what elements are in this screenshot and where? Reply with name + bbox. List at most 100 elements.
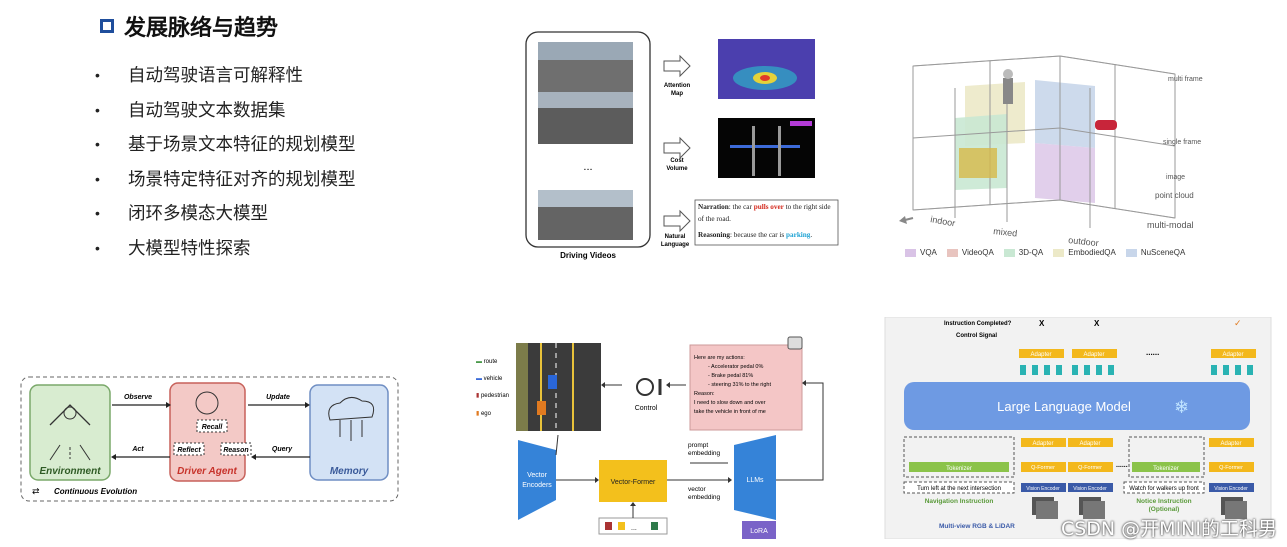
svg-text:Watch for walkers up front: Watch for walkers up front [1129, 486, 1199, 492]
legend-ego: ▮ ego [476, 411, 492, 417]
svg-text:Tokenizer: Tokenizer [946, 466, 972, 472]
bullet-list: •自动驾驶语言可解释性 •自动驾驶文本数据集 •基于场景文本特征的规划模型 •场… [95, 60, 356, 267]
svg-text:Here are my actions:: Here are my actions: [694, 355, 745, 361]
road-scene [516, 343, 601, 431]
svg-text:Update: Update [266, 394, 290, 401]
vector-former-block [599, 460, 667, 502]
llm-block [904, 382, 1250, 430]
driving-videos-figure: ... Driving Videos Attention Map Cost Vo… [525, 31, 839, 260]
svg-text:- steering 31% to the right: - steering 31% to the right [708, 382, 771, 388]
svg-text:Encoders: Encoders [522, 482, 552, 489]
legend-route: ▬ route [476, 359, 498, 365]
svg-text:embedding: embedding [688, 450, 721, 457]
svg-text:Q-Former: Q-Former [1219, 465, 1243, 471]
svg-text:take the vehicle in front of m: take the vehicle in front of me [694, 409, 766, 415]
svg-text:Q-Former: Q-Former [1031, 465, 1055, 471]
svg-text:image: image [1166, 174, 1185, 181]
svg-text:Q-Former: Q-Former [1078, 465, 1102, 471]
svg-text:Reason: Reason [223, 447, 248, 454]
svg-text:Driver Agent: Driver Agent [177, 466, 237, 477]
llm-planner-diagram: Instruction Completed? Control Signal X … [884, 317, 1272, 539]
svg-text:Adapter: Adapter [1083, 352, 1104, 358]
svg-text:X: X [1094, 319, 1100, 328]
svg-text:...: ... [631, 525, 637, 532]
bullet-item: •大模型特性探索 [95, 237, 251, 258]
svg-text:Notice Instruction: Notice Instruction [1136, 498, 1191, 505]
svg-text:Act: Act [131, 446, 144, 453]
legend-item: EmbodiedQA [1053, 248, 1116, 257]
svg-text:Control Signal: Control Signal [956, 333, 997, 339]
section-title-text: 发展脉络与趋势 [124, 15, 279, 40]
svg-text:Language: Language [661, 242, 690, 248]
bullet-item: •基于场景文本特征的规划模型 [95, 134, 356, 154]
svg-text:Turn left at the next intersec: Turn left at the next intersection [917, 486, 1001, 492]
svg-text:......: ...... [1146, 348, 1159, 357]
svg-text:indoor: indoor [930, 214, 956, 228]
section-title: 发展脉络与趋势 [100, 10, 278, 42]
qa-dataset-cube: indoor mixed outdoor multi-modal point c… [899, 55, 1203, 248]
cycle-icon: ⇄ [32, 486, 40, 496]
svg-text:prompt: prompt [688, 442, 708, 449]
svg-text:X: X [1039, 319, 1045, 328]
svg-text:Reflect: Reflect [177, 447, 201, 454]
svg-text:Natural: Natural [665, 234, 686, 240]
bullet-item: •闭环多模态大模型 [95, 203, 268, 223]
vector-former-diagram: ▬ route ▬ vehicle ▮ pedestrian ▮ ego Con… [476, 336, 824, 539]
adapter-box [1211, 349, 1256, 358]
svg-text:- Brake pedal 81%: - Brake pedal 81% [708, 373, 753, 379]
robot-icon [787, 336, 803, 350]
square-bullet-icon [100, 19, 114, 33]
legend-item: 3D-QA [1003, 248, 1043, 257]
csdn-watermark: CSDN @开MINI的工科男 [1060, 518, 1277, 540]
natural-language-output: Narration: the car pulls over to the rig… [698, 203, 831, 239]
svg-text:Control: Control [635, 405, 658, 412]
cube-legend: VQA VideoQA 3D-QA EmbodiedQA NuSceneQA [905, 248, 1185, 257]
svg-text:Navigation Instruction: Navigation Instruction [925, 498, 994, 505]
svg-text:Volume: Volume [666, 166, 688, 172]
svg-text:Adapter: Adapter [1222, 352, 1243, 358]
svg-text:Attention: Attention [664, 83, 691, 89]
svg-text:Recall: Recall [202, 424, 224, 431]
svg-text:Vision Encoder: Vision Encoder [1026, 486, 1060, 492]
svg-text:Map: Map [671, 91, 683, 97]
svg-text:Environment: Environment [39, 466, 101, 477]
svg-text:Adapter: Adapter [1079, 441, 1100, 447]
legend-pedestrian: ▮ pedestrian [476, 393, 509, 399]
svg-text:I need to slow down and over: I need to slow down and over [694, 400, 766, 406]
svg-text:Adapter: Adapter [1220, 441, 1241, 447]
svg-text:Vision Encoder: Vision Encoder [1214, 486, 1248, 492]
svg-text:Instruction Completed?: Instruction Completed? [944, 321, 1012, 327]
svg-text:Adapter: Adapter [1030, 352, 1051, 358]
svg-text:Observe: Observe [124, 394, 152, 401]
svg-text:LLMs: LLMs [746, 477, 764, 484]
svg-text:......: ...... [1116, 462, 1128, 469]
svg-text:LoRA: LoRA [750, 528, 768, 535]
vector-encoders-block [518, 440, 556, 520]
svg-text:Vector-Former: Vector-Former [611, 479, 656, 486]
svg-text:Vision Encoder: Vision Encoder [1073, 486, 1107, 492]
legend-vehicle: ▬ vehicle [476, 376, 503, 382]
environment-box [29, 384, 111, 481]
svg-text:Adapter: Adapter [1032, 441, 1053, 447]
svg-text:...: ... [583, 161, 592, 173]
llms-block [734, 435, 776, 520]
svg-text:multi-modal: multi-modal [1147, 220, 1194, 230]
svg-text:✓: ✓ [1234, 318, 1242, 328]
snowflake-icon: ❄ [1174, 397, 1189, 417]
adapter-box [1072, 349, 1117, 358]
svg-text:Cost: Cost [670, 158, 683, 164]
svg-text:Multi-view RGB & LiDAR: Multi-view RGB & LiDAR [939, 523, 1015, 530]
legend-item: NuSceneQA [1125, 248, 1185, 257]
svg-text:Query: Query [272, 446, 293, 453]
svg-text:Tokenizer: Tokenizer [1153, 466, 1179, 472]
bullet-item: •自动驾驶文本数据集 [95, 99, 286, 120]
svg-text:multi frame: multi frame [1168, 76, 1203, 83]
svg-text:Continuous Evolution: Continuous Evolution [54, 487, 137, 496]
svg-text:- Accelerator pedal 0%: - Accelerator pedal 0% [708, 364, 763, 370]
svg-text:mixed: mixed [993, 226, 1018, 238]
adapter-box [1019, 349, 1064, 358]
svg-text:(Optional): (Optional) [1149, 506, 1180, 513]
svg-text:embedding: embedding [688, 494, 721, 501]
bullet-item: •场景特定特征对齐的规划模型 [95, 168, 356, 189]
lora-block [742, 521, 776, 539]
